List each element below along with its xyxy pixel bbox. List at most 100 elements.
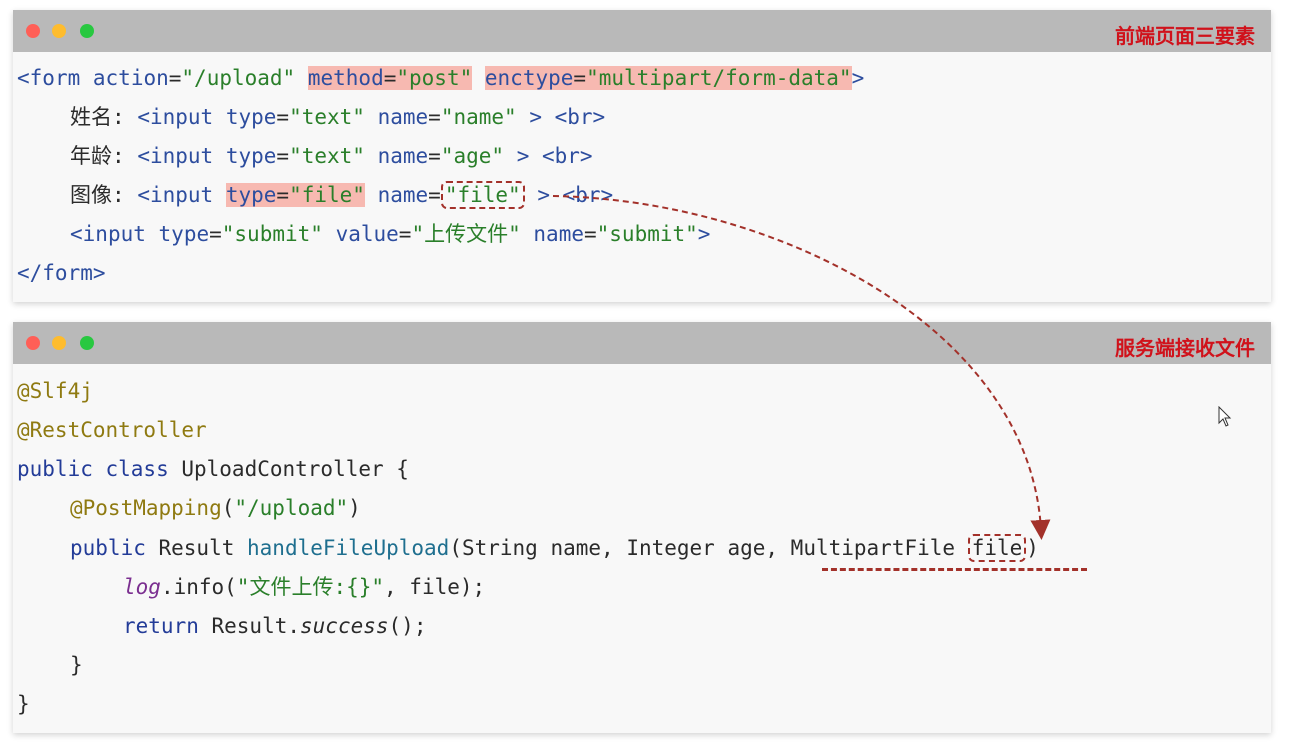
equals: = bbox=[276, 144, 290, 168]
code-line: @Slf4j bbox=[17, 373, 93, 409]
equals: = bbox=[276, 183, 290, 207]
attr-value: "/upload" bbox=[181, 66, 296, 90]
equals: = bbox=[276, 105, 290, 129]
tag-name: input bbox=[149, 144, 214, 168]
attr-name: type bbox=[225, 144, 277, 168]
method-name: handleFileUpload bbox=[247, 536, 450, 560]
attr-name: name bbox=[377, 183, 429, 207]
code-line: <form action = "/upload" method="post" enc… bbox=[17, 60, 864, 96]
string-literal: "/upload" bbox=[234, 496, 349, 520]
code-line: @PostMapping("/upload") bbox=[70, 490, 361, 526]
dashed-name-file-box: "file" bbox=[440, 181, 525, 209]
paren: ) bbox=[1026, 536, 1039, 560]
mouse-cursor-icon bbox=[1218, 406, 1232, 427]
attr-name: type bbox=[158, 222, 210, 246]
annotation: @PostMapping bbox=[70, 496, 222, 520]
close-dot-icon[interactable] bbox=[26, 336, 40, 350]
titlebar: 前端页面三要素 bbox=[13, 10, 1271, 52]
annotation: @RestController bbox=[17, 418, 207, 442]
code-line: return Result.success(); bbox=[123, 608, 426, 644]
static-method: success bbox=[300, 614, 389, 638]
class-ref: Result. bbox=[198, 614, 301, 638]
attr-value: "submit" bbox=[596, 222, 698, 246]
tag-tail: > <br> bbox=[524, 183, 614, 207]
paren: ( bbox=[221, 496, 235, 520]
tag-bracket: < bbox=[137, 144, 150, 168]
tag-name: input bbox=[82, 222, 146, 246]
highlight-method: method="post" bbox=[307, 66, 473, 90]
attr-name: action bbox=[92, 66, 169, 90]
window-title: 服务端接收文件 bbox=[1115, 336, 1255, 360]
equals: = bbox=[583, 222, 597, 246]
window-title: 前端页面三要素 bbox=[1115, 24, 1255, 48]
tag-tail: > <br> bbox=[516, 105, 606, 129]
equals: = bbox=[209, 222, 222, 246]
log-field: log bbox=[123, 575, 161, 599]
tag-bracket: < bbox=[17, 66, 30, 90]
minimize-dot-icon[interactable] bbox=[52, 24, 66, 38]
code-line: @RestController bbox=[17, 412, 207, 448]
tag-name: input bbox=[149, 183, 214, 207]
titlebar: 服务端接收文件 bbox=[13, 322, 1271, 364]
equals: = bbox=[573, 66, 587, 90]
parameters: (String name, Integer age, MultipartFile bbox=[449, 536, 968, 560]
string-literal: "文件上传:{}" bbox=[236, 575, 385, 599]
tag-bracket: < bbox=[70, 222, 83, 246]
attr-name: type bbox=[225, 105, 277, 129]
attr-value: "post" bbox=[396, 66, 473, 90]
code-line: </form> bbox=[17, 255, 106, 291]
equals: = bbox=[398, 222, 412, 246]
minimize-dot-icon[interactable] bbox=[52, 336, 66, 350]
equals: = bbox=[428, 144, 441, 168]
code-block: @Slf4j @RestController public class Uplo… bbox=[17, 373, 1039, 716]
tag-bracket: > bbox=[851, 66, 865, 90]
attr-value: "multipart/form-data" bbox=[586, 66, 852, 90]
equals: = bbox=[428, 105, 441, 129]
closing-brace: } bbox=[70, 653, 83, 677]
attr-name: name bbox=[533, 222, 584, 246]
attr-value: "text" bbox=[289, 105, 365, 129]
attr-value: "上传文件" bbox=[411, 222, 521, 246]
highlight-enctype: enctype="multipart/form-data" bbox=[484, 66, 852, 90]
code-line: } bbox=[70, 647, 83, 683]
closing-brace: } bbox=[17, 692, 30, 716]
tag-tail: > <br> bbox=[504, 144, 593, 168]
attr-value: "name" bbox=[440, 105, 517, 129]
keyword: return bbox=[123, 614, 199, 638]
code-line: public Result handleFileUpload(String na… bbox=[70, 530, 1039, 566]
attr-name: type bbox=[225, 183, 277, 207]
tag-bracket: > bbox=[697, 222, 711, 246]
method-call: .info( bbox=[160, 575, 237, 599]
keyword: public bbox=[70, 536, 146, 560]
frontend-code-window: 前端页面三要素 <form action="/upload" method="p… bbox=[13, 10, 1271, 302]
field-label: 图像: bbox=[70, 183, 125, 207]
highlight-type-file: type="file" bbox=[225, 183, 365, 207]
tag-bracket: < bbox=[137, 105, 150, 129]
dashed-param-file-box: file bbox=[967, 534, 1027, 562]
close-dot-icon[interactable] bbox=[26, 24, 40, 38]
equals: = bbox=[428, 183, 441, 207]
class-declaration: UploadController { bbox=[168, 457, 409, 481]
tag-name: form bbox=[29, 66, 81, 90]
attr-name: method bbox=[307, 66, 384, 90]
maximize-dot-icon[interactable] bbox=[80, 24, 94, 38]
annotation: @Slf4j bbox=[17, 379, 93, 403]
attr-name: name bbox=[377, 105, 429, 129]
param-dashed-underline bbox=[822, 568, 1087, 571]
maximize-dot-icon[interactable] bbox=[80, 336, 94, 350]
return-type: Result bbox=[145, 536, 248, 560]
attr-value: "text" bbox=[289, 144, 365, 168]
closing-tag: </form> bbox=[17, 261, 106, 285]
attr-name: name bbox=[377, 144, 429, 168]
code-line: } bbox=[17, 686, 30, 722]
keyword: public class bbox=[17, 457, 169, 481]
paren: ) bbox=[348, 496, 361, 520]
code-line: <input type="submit" value="上传文件" name="… bbox=[70, 216, 710, 252]
tag-name: input bbox=[149, 105, 214, 129]
code-line: 图像: <input type="file" name="file" > <br… bbox=[70, 177, 613, 213]
attr-name: enctype bbox=[484, 66, 574, 90]
code-line: log.info("文件上传:{}", file); bbox=[123, 569, 485, 605]
attr-value: "file" bbox=[289, 183, 365, 207]
tag-bracket: < bbox=[137, 183, 150, 207]
call-args: (); bbox=[388, 614, 427, 638]
